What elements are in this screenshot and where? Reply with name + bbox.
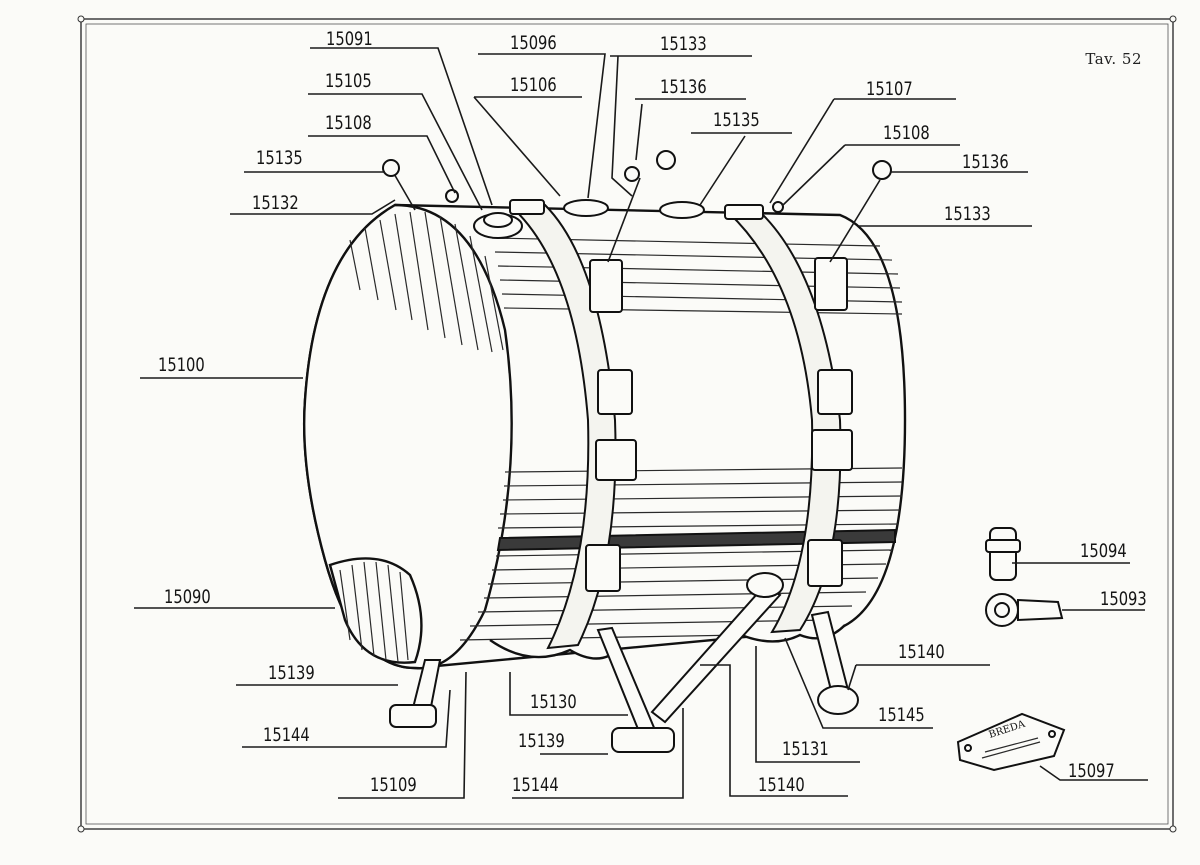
plate-frame: [77, 15, 1177, 833]
callout-15135-left: 15135: [256, 147, 303, 169]
callout-15097: 15097: [1068, 760, 1115, 782]
callout-15094: 15094: [1080, 540, 1127, 562]
callout-15096: 15096: [510, 32, 557, 54]
support-leg-front: [389, 659, 442, 728]
plate-title: Tav. 52: [1085, 50, 1142, 68]
callout-15106: 15106: [510, 74, 557, 96]
callout-15133-right: 15133: [944, 203, 991, 225]
callout-15139-left: 15139: [268, 662, 315, 684]
callout-15107: 15107: [866, 78, 913, 100]
callout-15133-top: 15133: [660, 33, 707, 55]
callout-15145: 15145: [878, 704, 925, 726]
callout-15131: 15131: [782, 738, 829, 760]
callout-15132: 15132: [252, 192, 299, 214]
top-fittings: [445, 189, 784, 220]
tie-rod-right: [829, 160, 892, 263]
tie-rod-left: [382, 159, 416, 211]
maker-nameplate: BREDA: [956, 712, 1066, 772]
support-leg-center: [596, 572, 784, 753]
callout-15108-left: 15108: [325, 112, 372, 134]
callout-15093: 15093: [1100, 588, 1147, 610]
union-fitting-15093: [985, 593, 1064, 627]
tank-strap-front: [512, 203, 637, 650]
tie-rod-middle: [607, 150, 676, 263]
callout-15109: 15109: [370, 774, 417, 796]
callout-15144-bottom: 15144: [512, 774, 559, 796]
callout-15140-bottom: 15140: [758, 774, 805, 796]
tank-strap-rear: [725, 208, 853, 634]
callout-15136-top: 15136: [660, 76, 707, 98]
callout-15130: 15130: [530, 691, 577, 713]
callout-15108-right: 15108: [883, 122, 930, 144]
drain-valve-15094: [985, 527, 1021, 581]
callout-15136-right: 15136: [962, 151, 1009, 173]
support-leg-rear: [810, 610, 859, 715]
callout-15140-right: 15140: [898, 641, 945, 663]
callout-15105: 15105: [325, 70, 372, 92]
callout-15144-left: 15144: [263, 724, 310, 746]
filler-cap: [473, 212, 523, 239]
callout-15139-bottom: 15139: [518, 730, 565, 752]
callout-15090: 15090: [164, 586, 211, 608]
callout-15135-right: 15135: [713, 109, 760, 131]
callout-15091: 15091: [326, 28, 373, 50]
callout-15100: 15100: [158, 354, 205, 376]
leader-lines: [134, 47, 1148, 799]
